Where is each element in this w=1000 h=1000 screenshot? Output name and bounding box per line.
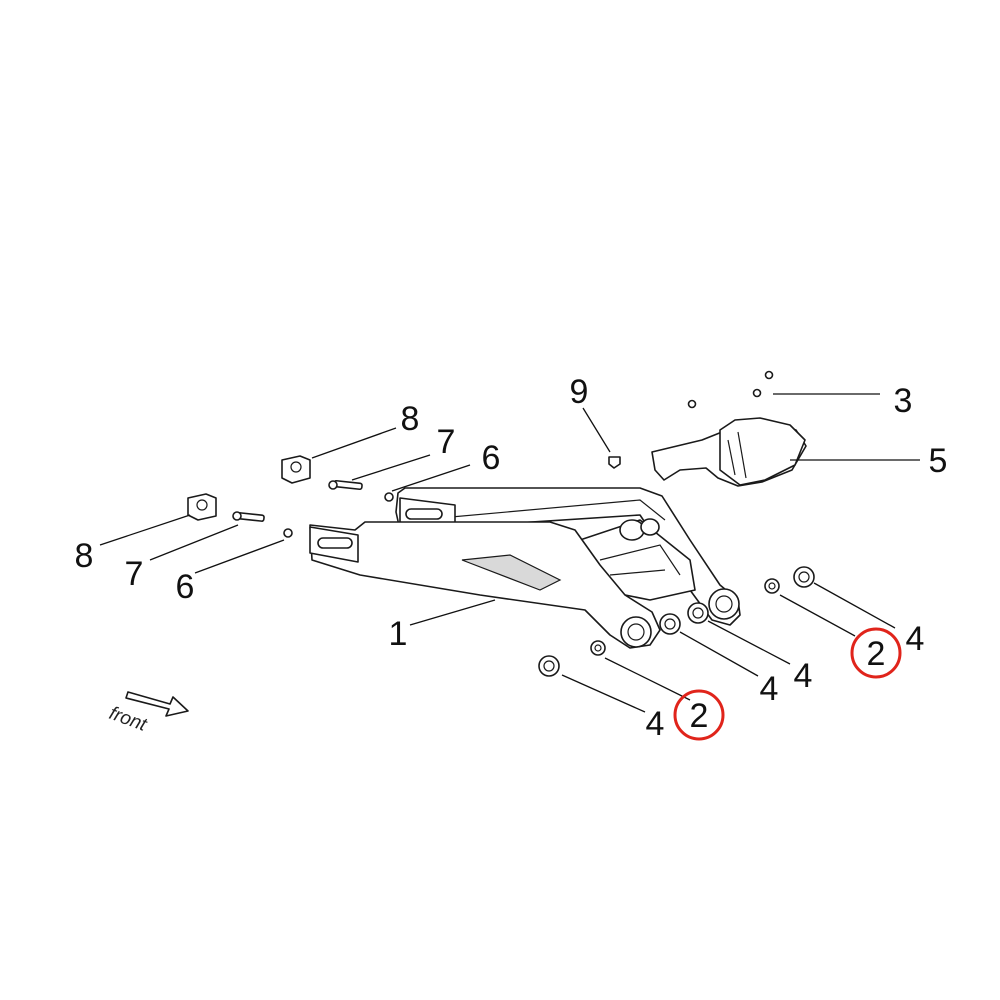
leader-8a [311,427,397,459]
screw-c [764,370,774,380]
callout-4a: 4 [646,705,665,743]
leader-4c [707,620,791,665]
direction-arrow-icon [125,691,189,717]
highlight-circles [673,627,902,741]
callout-6b: 6 [176,568,195,606]
leader-4d [813,582,896,629]
leader-8b [99,514,191,546]
nut-parts [283,492,394,538]
small-bolt [608,456,621,469]
washer-left [590,640,606,656]
bearing-parts [538,566,815,677]
adjuster-bolt-upper [333,479,363,491]
screw-a [687,399,697,409]
bolt-9-part [608,456,621,469]
callout-7b: 7 [125,555,144,593]
leader-9 [582,407,611,453]
adjuster-bolt-parts [232,479,363,522]
swingarm-lower-arm [309,521,661,649]
leader-2b [779,594,856,637]
pivot-boss-upper [708,588,740,620]
bearing-center-right [687,602,709,624]
callout-2a: 2 [690,697,709,735]
swingarm-part [309,487,741,649]
adjuster-bolt-lower [237,512,265,522]
callout-9: 9 [570,373,589,411]
callout-6a: 6 [482,439,501,477]
swingarm-cutout [461,554,562,591]
callout-8b: 8 [75,537,94,575]
washer-parts [590,578,780,656]
leader-4b [679,631,759,677]
callout-2b: 2 [867,635,886,673]
nut-upper [384,492,394,502]
bearing-far-right [793,566,815,588]
leader-2a [604,657,691,701]
callout-4b: 4 [760,670,779,708]
callout-7a: 7 [437,423,456,461]
leader-6b [194,539,285,574]
highlight-circle-2b [850,627,902,679]
adjuster-block-lower [187,493,217,521]
screw-b [752,388,762,398]
washer-right [764,578,780,594]
chain-guard-part [651,417,807,487]
leader-1 [409,599,496,626]
adjuster-block-upper [281,455,311,484]
adjuster-block-parts [187,455,311,521]
direction-label: front [106,703,150,736]
bearing-far-left [538,655,560,677]
callout-4d: 4 [906,620,925,658]
front-direction-indicator: front [106,691,189,736]
bearing-center-left [659,613,681,635]
leader-7a [351,454,431,481]
callout-labels: 1 2 2 3 4 4 4 4 5 6 6 7 7 8 8 9 [75,373,948,743]
callout-3: 3 [894,382,913,420]
highlight-circle-2a [673,689,725,741]
screws-part [687,370,774,409]
callout-5: 5 [929,442,948,480]
pivot-boss-lower [620,616,652,648]
nut-lower [283,528,293,538]
leader-4a [561,674,646,713]
callout-1: 1 [389,615,408,653]
leader-7b [149,524,239,561]
callout-8a: 8 [401,400,420,438]
chain-guard-cover [719,417,806,486]
leader-6a [391,464,471,492]
leader-lines [99,393,920,713]
callout-4c: 4 [794,657,813,695]
